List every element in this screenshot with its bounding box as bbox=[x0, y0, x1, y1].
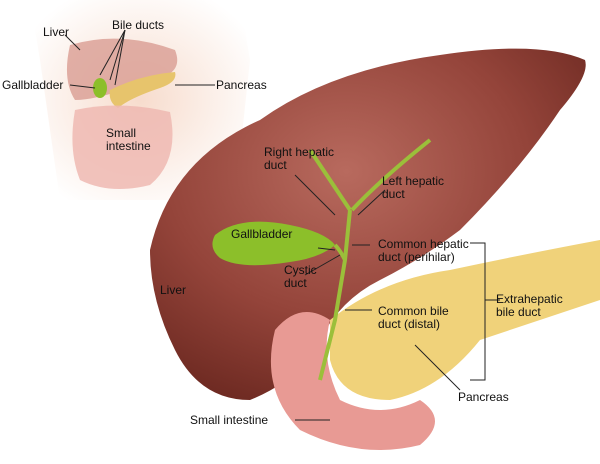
label-common-hepatic-duct-2: duct (perihilar) bbox=[378, 250, 455, 264]
inset-torso bbox=[30, 0, 250, 200]
label-pancreas: Pancreas bbox=[458, 390, 509, 404]
label-small-intestine: Small intestine bbox=[190, 413, 269, 427]
label-gallbladder: Gallbladder bbox=[231, 227, 293, 241]
gallbladder-shape bbox=[212, 221, 335, 266]
label-liver: Liver bbox=[160, 283, 187, 297]
bile-ducts bbox=[308, 138, 432, 381]
label-common-bile-duct-1: Common bile bbox=[378, 304, 449, 318]
inset-label-small-intestine-1: Small bbox=[106, 126, 137, 140]
inset-label-small-intestine-2: intestine bbox=[106, 139, 151, 153]
inset-pancreas bbox=[109, 72, 176, 108]
label-left-hepatic-duct-1: Left hepatic bbox=[382, 174, 445, 188]
liver-shape bbox=[150, 48, 586, 401]
label-right-hepatic-duct-1: Right hepatic bbox=[264, 145, 335, 159]
leader-lines bbox=[64, 29, 500, 421]
inset-label-liver: Liver bbox=[43, 25, 70, 39]
intestine-shape bbox=[270, 312, 435, 450]
inset-label-gallbladder: Gallbladder bbox=[2, 78, 64, 92]
label-common-hepatic-duct-1: Common hepatic bbox=[378, 237, 469, 251]
inset-label-bile-ducts: Bile ducts bbox=[112, 18, 165, 32]
pancreas-shape bbox=[330, 240, 600, 400]
label-extrahepatic-bile-duct-2: bile duct bbox=[496, 305, 541, 319]
label-common-bile-duct-2: duct (distal) bbox=[378, 317, 441, 331]
label-cystic-duct-1: Cystic bbox=[284, 263, 317, 277]
label-left-hepatic-duct-2: duct bbox=[382, 187, 405, 201]
inset-label-pancreas: Pancreas bbox=[216, 78, 267, 92]
inset-gallbladder bbox=[93, 78, 107, 98]
label-cystic-duct-2: duct bbox=[284, 276, 307, 290]
label-right-hepatic-duct-2: duct bbox=[264, 158, 287, 172]
inset-intestine bbox=[72, 105, 173, 189]
label-extrahepatic-bile-duct-1: Extrahepatic bbox=[496, 292, 563, 306]
